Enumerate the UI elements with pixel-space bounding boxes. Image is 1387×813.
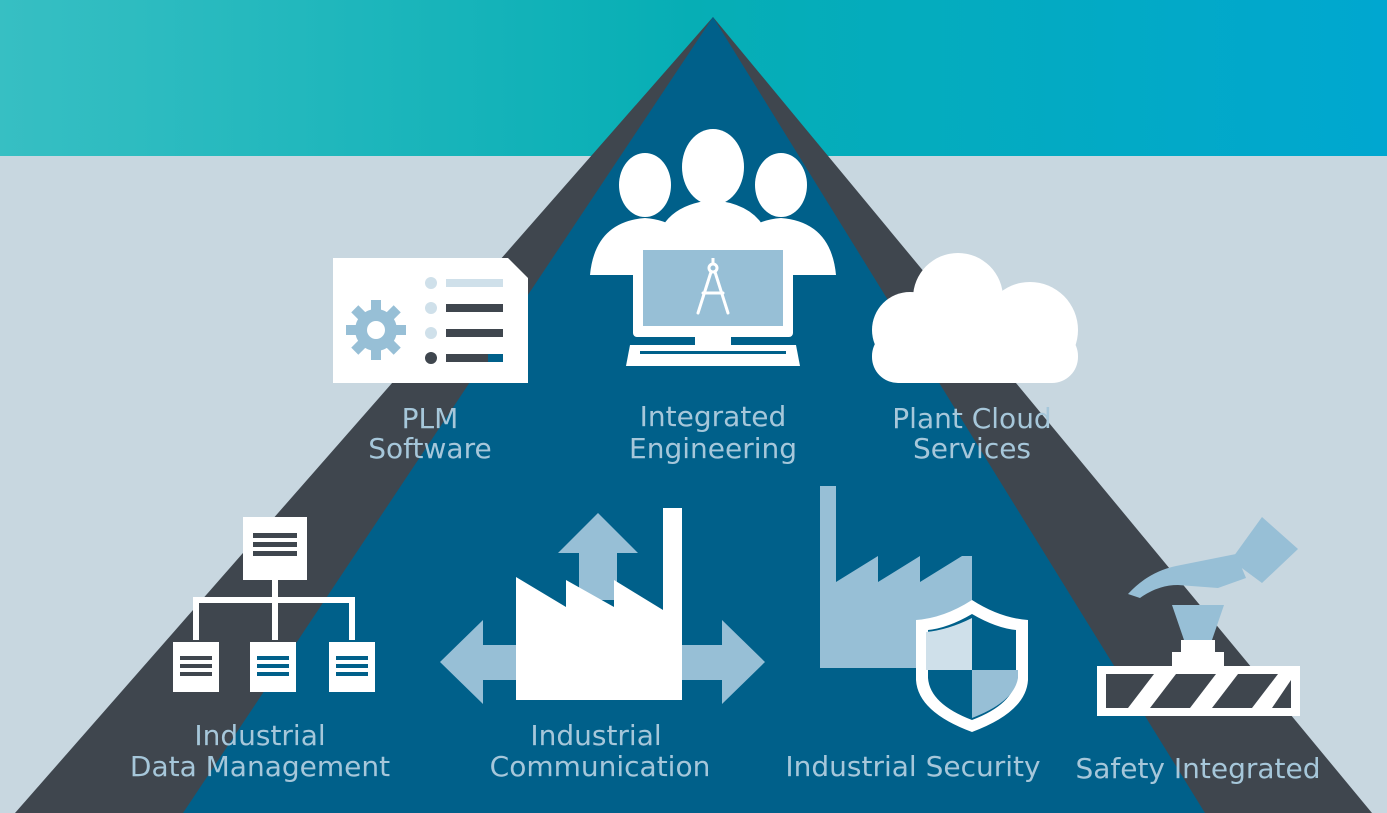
team-computer-compass-icon — [590, 129, 836, 366]
safety-integrated-label: Safety Integrated — [1075, 752, 1320, 785]
industrial-data-management-label-line2: Data Management — [130, 750, 390, 783]
plant-cloud-services-label-line2: Services — [913, 432, 1031, 465]
plm-settings-list-icon — [333, 258, 528, 383]
plm-software-label-line1: PLM — [402, 402, 459, 435]
integrated-engineering-label-line1: Integrated — [640, 400, 787, 433]
plm-software-label-line2: Software — [368, 432, 491, 465]
cloud-icon — [872, 253, 1078, 383]
hand-emergency-button-icon — [1097, 517, 1300, 716]
industrial-data-management-label-line1: Industrial — [194, 719, 325, 752]
factory-communication-arrows-icon — [440, 508, 765, 704]
factory-shield-icon — [820, 486, 1028, 732]
data-hierarchy-icon — [173, 517, 375, 692]
industrial-communication-label-line2: Communication — [490, 750, 711, 783]
plant-cloud-services-label-line1: Plant Cloud — [892, 402, 1051, 435]
integrated-engineering-label-line2: Engineering — [629, 432, 797, 465]
industrial-security-label: Industrial Security — [785, 750, 1040, 783]
industrial-communication-label-line1: Industrial — [530, 719, 661, 752]
